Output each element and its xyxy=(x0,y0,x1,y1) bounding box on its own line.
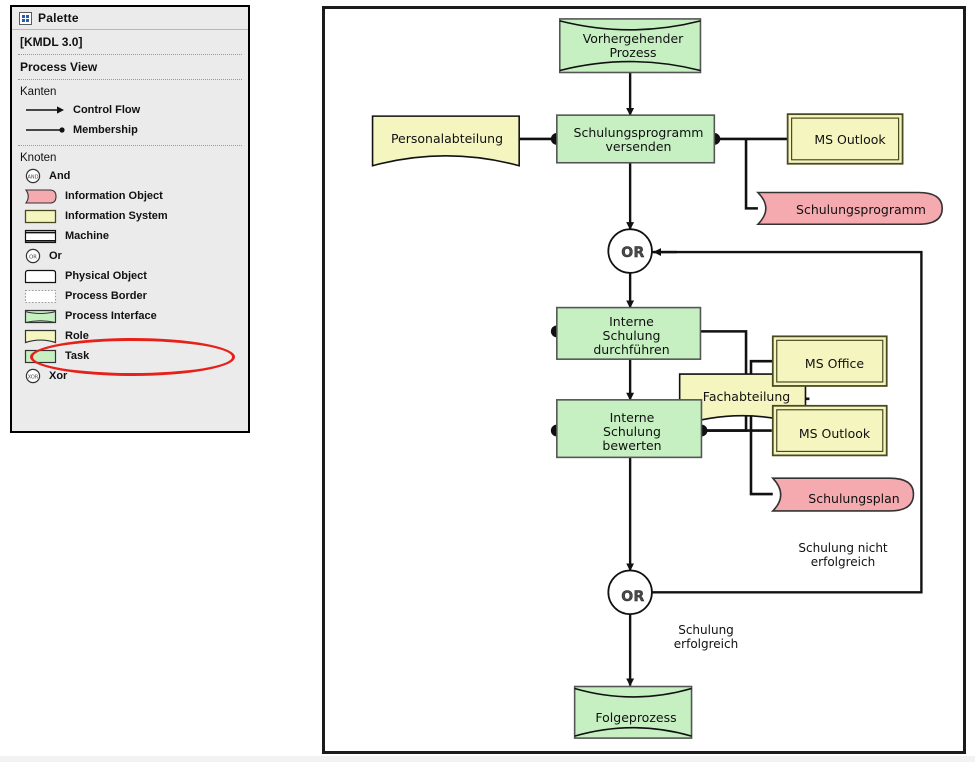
arrow-dot-icon xyxy=(26,127,65,133)
palette-item-or[interactable]: OR Or xyxy=(12,246,248,266)
node-folgeprozess[interactable] xyxy=(573,685,693,739)
circle-xor-icon: XOR xyxy=(25,368,41,384)
diagram-panel: Vorhergehender Prozess Personalabteilung… xyxy=(322,6,966,754)
palette-item-role[interactable]: Role xyxy=(12,326,248,346)
palette-item-process-border[interactable]: Process Border xyxy=(12,286,248,306)
palette-item-membership[interactable]: Membership xyxy=(12,120,248,140)
palette-item-label: Physical Object xyxy=(65,270,147,282)
divider xyxy=(18,54,242,55)
diagram-canvas xyxy=(371,18,943,739)
svg-text:XOR: XOR xyxy=(28,374,39,380)
palette-item-label: Task xyxy=(65,350,90,362)
process-interface-icon xyxy=(24,309,57,323)
svg-text:OR: OR xyxy=(29,254,37,260)
palette-item-control-flow[interactable]: Control Flow xyxy=(12,100,248,120)
palette-item-label: And xyxy=(49,170,71,182)
node-vorhergehender-prozess[interactable] xyxy=(558,18,702,74)
palette-item-label: Membership xyxy=(73,124,138,136)
process-border-icon xyxy=(24,289,57,303)
edge-loop-back xyxy=(651,250,923,594)
edge-label-schulung-erfolgreich: Schulung erfolgreich xyxy=(673,623,739,651)
palette-item-label: Process Interface xyxy=(65,310,157,322)
svg-text:AND: AND xyxy=(27,174,38,180)
palette-item-label: Role xyxy=(65,330,89,342)
node-label-or-bottom: OR xyxy=(621,589,645,605)
physical-object-icon xyxy=(24,269,57,283)
palette-model-label: [KMDL 3.0] xyxy=(20,35,83,49)
palette-item-label: Process Border xyxy=(65,290,147,302)
palette-item-label: Machine xyxy=(65,230,110,242)
divider xyxy=(18,79,242,80)
circle-or-icon: OR xyxy=(25,248,41,264)
machine-icon xyxy=(24,229,57,243)
palette-item-information-system[interactable]: Information System xyxy=(12,206,248,226)
node-ms-office[interactable] xyxy=(771,335,888,387)
node-or-bottom[interactable] xyxy=(607,569,653,615)
bottom-strip xyxy=(0,756,975,762)
grid-icon xyxy=(19,11,32,25)
palette-panel: Palette [KMDL 3.0] Process View Kanten C… xyxy=(10,5,250,433)
node-interne-schulung-durchfuehren[interactable] xyxy=(556,306,702,360)
palette-item-label: Or xyxy=(49,250,62,262)
circle-and-icon: AND xyxy=(25,168,41,184)
edge-label-schulung-nicht-erfolgreich: Schulung nicht erfolgreich xyxy=(798,541,888,569)
palette-item-process-interface[interactable]: Process Interface xyxy=(12,306,248,326)
palette-group-kanten: Kanten xyxy=(20,86,57,98)
task-icon xyxy=(24,349,57,363)
palette-item-xor[interactable]: XOR Xor xyxy=(12,366,248,386)
node-schulungsplan[interactable] xyxy=(770,477,915,512)
palette-item-and[interactable]: AND And xyxy=(12,166,248,186)
palette-item-machine[interactable]: Machine xyxy=(12,226,248,246)
palette-item-label: Control Flow xyxy=(73,104,141,116)
palette-item-label: Xor xyxy=(49,370,68,382)
palette-item-physical-object[interactable]: Physical Object xyxy=(12,266,248,286)
palette-view-label: Process View xyxy=(20,60,98,74)
palette-item-information-object[interactable]: Information Object xyxy=(12,186,248,206)
node-or-top[interactable] xyxy=(607,228,653,274)
node-ms-outlook-bottom[interactable] xyxy=(771,404,888,457)
role-icon xyxy=(24,329,57,343)
palette-item-label: Information Object xyxy=(65,190,163,202)
palette-title: Palette xyxy=(38,11,79,25)
node-schulungsprogramm-versenden[interactable] xyxy=(556,114,716,164)
information-system-icon xyxy=(24,209,57,223)
node-schulungsprogramm[interactable] xyxy=(756,191,943,226)
node-personalabteilung[interactable] xyxy=(371,115,520,167)
node-label-or-top: OR xyxy=(621,245,645,261)
information-object-icon xyxy=(24,188,57,204)
node-ms-outlook-top[interactable] xyxy=(786,113,904,165)
palette-item-label: Information System xyxy=(65,210,168,222)
palette-group-knoten: Knoten xyxy=(20,152,57,164)
palette-item-task[interactable]: Task xyxy=(12,346,248,366)
node-interne-schulung-bewerten[interactable] xyxy=(556,399,703,459)
arrow-open-icon xyxy=(26,106,64,114)
palette-header: Palette xyxy=(12,7,248,30)
divider xyxy=(18,145,242,146)
